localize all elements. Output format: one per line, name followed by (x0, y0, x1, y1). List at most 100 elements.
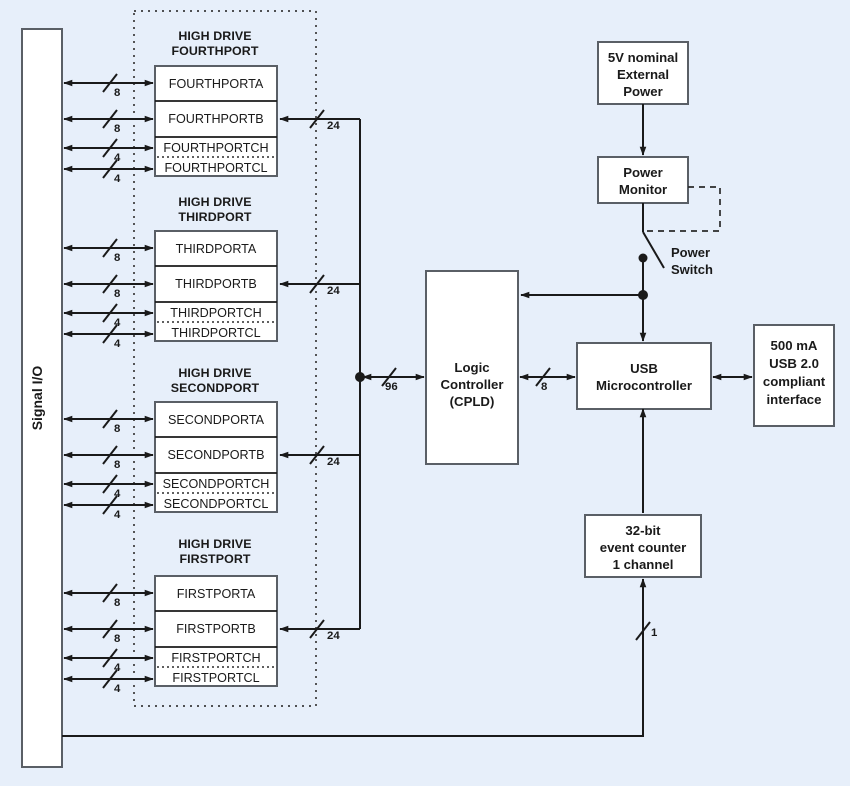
bus-slash (102, 303, 118, 323)
port-row-label: FIRSTPORTA (177, 587, 256, 601)
port-group-secondport: HIGH DRIVE SECONDPORT SECONDPORTA SECOND… (63, 366, 360, 521)
port-row-label: FOURTHPORTCH (163, 141, 268, 155)
port-row-label: FIRSTPORTB (176, 622, 256, 636)
bus-width-label: 4 (114, 488, 121, 500)
port-block-outer (154, 65, 278, 177)
bus-width-label: 8 (114, 423, 120, 435)
bus-slash (309, 445, 325, 465)
bus-width-label: 8 (114, 459, 120, 471)
group-header-line2: SECONDPORT (171, 381, 260, 395)
bus-width-label: 24 (327, 456, 340, 468)
power-monitor-line1: Power (623, 165, 663, 180)
bus-width-label: 8 (114, 252, 120, 264)
bus-slash (102, 238, 118, 258)
port-row-label: THIRDPORTCL (171, 326, 260, 340)
power-monitor-line2: Monitor (619, 182, 667, 197)
usb-interface-line4: interface (767, 392, 822, 407)
bus-slash (102, 648, 118, 668)
power-switch-line1: Power (671, 245, 710, 260)
group-header-line2: FOURTHPORT (171, 44, 258, 58)
group-header-line1: HIGH DRIVE (178, 195, 251, 209)
bus-width-label: 4 (114, 317, 121, 329)
high-drive-boundary (133, 10, 317, 707)
signal-io-bar (21, 28, 63, 768)
bus-slash (309, 619, 325, 639)
port-row-label: FOURTHPORTB (168, 112, 263, 126)
port-row-label: FOURTHPORTCL (164, 161, 267, 175)
bus-slash (102, 324, 118, 344)
bus-width-label: 4 (114, 338, 121, 350)
logic-controller-line2: Controller (440, 377, 503, 392)
port-row-label: FIRSTPORTCL (172, 671, 259, 685)
bus-slash (102, 445, 118, 465)
bus-slash (102, 474, 118, 494)
port-row-label: FOURTHPORTA (169, 77, 264, 91)
group-header-line1: HIGH DRIVE (178, 366, 251, 380)
port-row-label: FIRSTPORTCH (171, 651, 260, 665)
bus-width-label: 8 (114, 597, 120, 609)
external-power-line3: Power (623, 84, 663, 99)
bus-slash (102, 109, 118, 129)
usb-interface-line1: 500 mA (771, 338, 818, 353)
external-power-line1: 5V nominal (608, 50, 678, 65)
bus-width-label: 96 (385, 381, 398, 393)
bus-width-label: 8 (114, 87, 120, 99)
group-header-line2: FIRSTPORT (179, 552, 250, 566)
bus-width-label: 8 (541, 381, 547, 393)
power-monitor-feedback (645, 186, 721, 232)
power-monitor-block (597, 156, 689, 204)
bus-slash (102, 73, 118, 93)
port-row-label: SECONDPORTCL (164, 497, 269, 511)
event-counter-block (584, 514, 702, 578)
bus-width-label: 4 (114, 683, 121, 695)
usb-interface-line3: compliant (763, 374, 826, 389)
group-header-line1: HIGH DRIVE (178, 29, 251, 43)
port-row-label: THIRDPORTA (176, 242, 257, 256)
bus-slash (102, 138, 118, 158)
port-block-outer (154, 230, 278, 342)
bus-width-label: 4 (114, 173, 121, 185)
bus-width-label: 24 (327, 630, 340, 642)
usb-interface-block (753, 324, 835, 427)
bus-slash (102, 274, 118, 294)
bus-width-label: 4 (114, 509, 121, 521)
bus-slash (381, 367, 397, 387)
bus-width-label: 4 (114, 152, 121, 164)
port-group-thirdport: HIGH DRIVE THIRDPORT THIRDPORTA THIRDPOR… (63, 195, 360, 350)
bus-width-label: 24 (327, 120, 340, 132)
bus-slash (102, 669, 118, 689)
bus-slash (309, 109, 325, 129)
port-group-firstport: HIGH DRIVE FIRSTPORT FIRSTPORTA FIRSTPOR… (63, 537, 360, 695)
bus-width-label: 24 (327, 285, 340, 297)
signal-io-label: Signal I/O (29, 366, 45, 431)
bus-slash (102, 619, 118, 639)
bus-width-label: 8 (114, 288, 120, 300)
bus-slash (102, 409, 118, 429)
port-block-outer (154, 575, 278, 687)
bus-slash (102, 583, 118, 603)
bus-width-label: 4 (114, 662, 121, 674)
event-counter-line3: 1 channel (613, 557, 674, 572)
usb-mcu-line1: USB (630, 361, 658, 376)
bus-slash (102, 159, 118, 179)
power-switch-blade (642, 231, 665, 269)
group-header-line2: THIRDPORT (178, 210, 252, 224)
external-power-block (597, 41, 689, 105)
usb-interface-line2: USB 2.0 (769, 356, 819, 371)
power-switch-line2: Switch (671, 262, 713, 277)
port-group-fourthport: HIGH DRIVE FOURTHPORT FOURTHPORTA FOURTH… (63, 29, 360, 185)
bus-slash (535, 367, 551, 387)
event-counter-line1: 32-bit (625, 523, 661, 538)
bus-width-label: 8 (114, 633, 120, 645)
usb-mcu-line2: Microcontroller (596, 378, 692, 393)
bus-width-label: 1 (651, 627, 658, 639)
logic-controller-line3: (CPLD) (450, 394, 495, 409)
port-block-outer (154, 401, 278, 513)
port-row-label: SECONDPORTB (167, 448, 264, 462)
bus-slash (102, 495, 118, 515)
external-power-line2: External (617, 67, 669, 82)
group-header-line1: HIGH DRIVE (178, 537, 251, 551)
power-rail-junction-dot (638, 290, 648, 300)
logic-controller-block (425, 270, 519, 465)
